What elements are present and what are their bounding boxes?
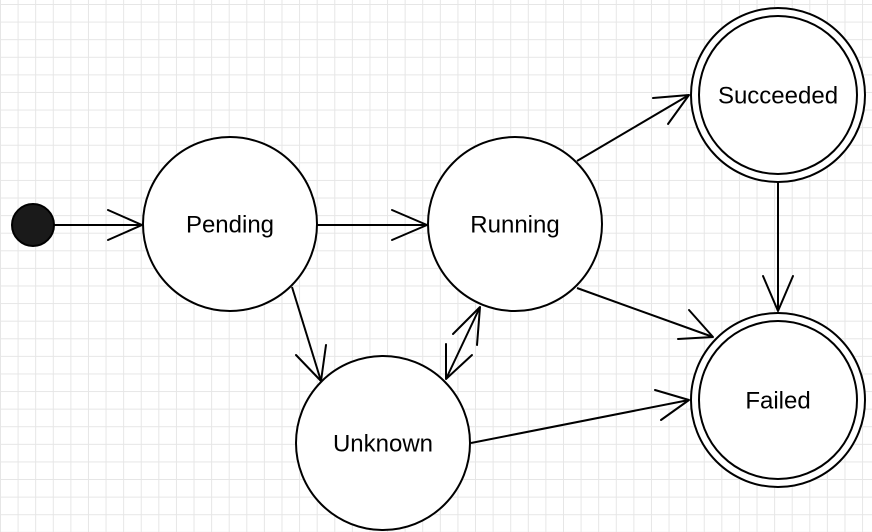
- transition-unknown-to-failed: [470, 389, 690, 444]
- initial-state-dot: [11, 203, 55, 247]
- state-failed[interactable]: Failed: [690, 312, 866, 488]
- transition-running-to-succeeded: [576, 94, 690, 162]
- state-pending[interactable]: Pending: [142, 136, 318, 312]
- state-unknown[interactable]: Unknown: [295, 355, 471, 531]
- state-label-succeeded: Succeeded: [718, 82, 838, 109]
- transition-pending-to-unknown: [291, 286, 327, 382]
- transition-running-unknown-bidirectional: [445, 306, 481, 380]
- state-label-running: Running: [470, 211, 559, 238]
- state-succeeded[interactable]: Succeeded: [690, 7, 866, 183]
- final-state-ring: [698, 15, 858, 175]
- transition-initial-to-pending: [54, 209, 143, 241]
- transitions: [54, 94, 794, 444]
- state-label-unknown: Unknown: [333, 430, 433, 457]
- state-label-failed: Failed: [745, 387, 810, 414]
- transition-succeeded-to-failed: [762, 180, 794, 312]
- transition-pending-to-running: [317, 209, 428, 241]
- transition-running-to-failed: [576, 287, 714, 340]
- final-state-ring: [698, 320, 858, 480]
- state-running[interactable]: Running: [427, 136, 603, 312]
- state-label-pending: Pending: [186, 211, 274, 238]
